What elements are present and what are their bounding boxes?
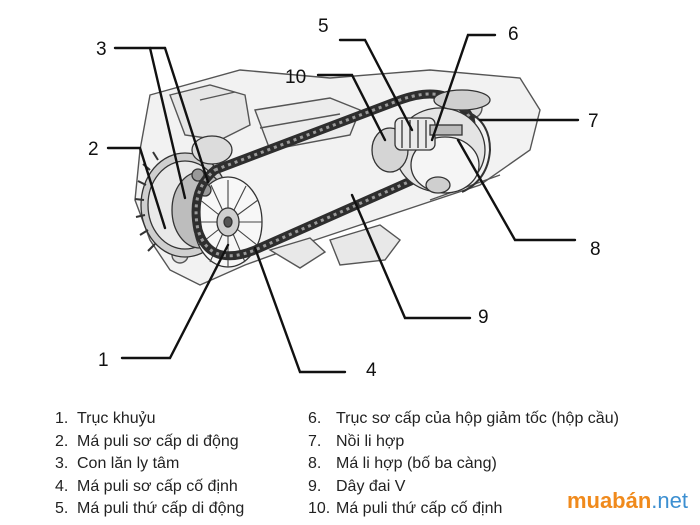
leader-9 bbox=[350, 193, 472, 320]
legend-item: 6.Trục sơ cấp của hộp giảm tốc (hộp cầu) bbox=[308, 410, 619, 427]
leader-lines bbox=[106, 33, 580, 374]
legend-right: 6.Trục sơ cấp của hộp giảm tốc (hộp cầu)… bbox=[308, 408, 619, 521]
leader-5 bbox=[338, 38, 414, 132]
callout-numbers: 1 2 3 4 5 6 7 8 9 10 bbox=[88, 16, 601, 381]
legend-item: 3.Con lăn ly tâm bbox=[55, 455, 180, 472]
leader-3b bbox=[148, 46, 187, 200]
callout-10: 10 bbox=[285, 67, 306, 88]
legend-item: 7.Nồi li hợp bbox=[308, 432, 405, 450]
callout-6: 6 bbox=[508, 24, 519, 45]
leader-10 bbox=[316, 73, 387, 142]
callout-1: 1 bbox=[98, 350, 109, 371]
driven-pulley bbox=[371, 89, 492, 194]
watermark-tld: .net bbox=[651, 488, 688, 513]
leader-1 bbox=[120, 243, 230, 360]
callout-9: 9 bbox=[478, 307, 489, 328]
legend-item: 9.Dây đai V bbox=[308, 477, 406, 495]
callout-4: 4 bbox=[366, 360, 377, 381]
callout-2: 2 bbox=[88, 139, 99, 160]
legend-item: 5.Má puli thứ cấp di động bbox=[55, 500, 245, 517]
leader-6 bbox=[430, 33, 497, 142]
legend-item: 10.Má puli thứ cấp cố định bbox=[308, 500, 503, 517]
drive-pulley bbox=[134, 135, 263, 268]
callout-3: 3 bbox=[96, 39, 107, 60]
callout-8: 8 bbox=[590, 239, 601, 260]
leader-4 bbox=[253, 246, 347, 374]
gear-teeth bbox=[134, 151, 159, 252]
legend-item: 8.Má li hợp (bố ba càng) bbox=[308, 455, 497, 472]
callout-7: 7 bbox=[588, 111, 599, 132]
leader-8 bbox=[456, 138, 577, 242]
watermark-logo: muabán.net bbox=[567, 488, 688, 514]
leader-2 bbox=[106, 146, 167, 230]
legend-left: 1.Trục khuỷu 2.Má puli sơ cấp di động 3.… bbox=[55, 408, 244, 521]
leader-3c bbox=[163, 46, 210, 184]
watermark-main: muabán bbox=[566, 488, 652, 513]
legend-item: 4.Má puli sơ cấp cố định bbox=[55, 477, 238, 495]
callout-5: 5 bbox=[318, 16, 329, 37]
legend-item: 2.Má puli sơ cấp di động bbox=[55, 432, 239, 450]
legend-item: 1.Trục khuỷu bbox=[55, 410, 156, 427]
